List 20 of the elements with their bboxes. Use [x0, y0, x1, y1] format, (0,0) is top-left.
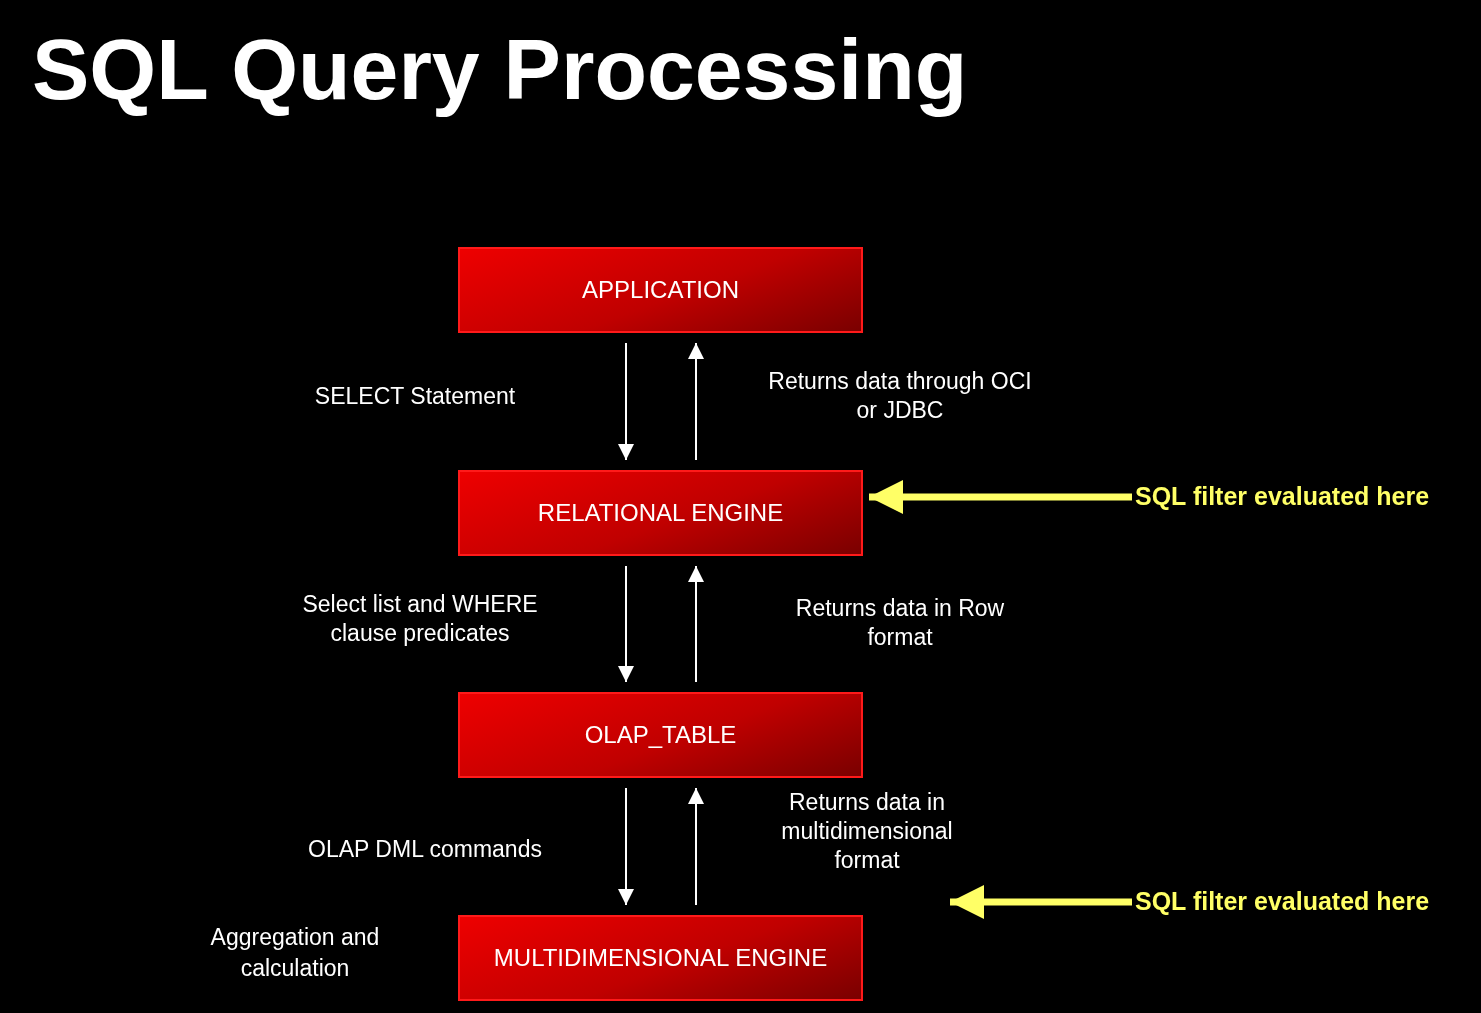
edge-label: OLAP DML commands	[307, 835, 543, 864]
note-text: SQL filter evaluated here	[1135, 477, 1465, 515]
edge-label: SELECT Statement	[313, 382, 517, 411]
process-box: OLAP_TABLE	[458, 692, 863, 778]
edge-label: Select list and WHERE clause predicates	[301, 590, 539, 648]
process-box: APPLICATION	[458, 247, 863, 333]
arrow	[618, 342, 634, 461]
edge-label: Returns data in multidimensional format	[780, 788, 954, 875]
edge-label: Returns data through OCI or JDBC	[767, 367, 1033, 425]
process-box: RELATIONAL ENGINE	[458, 470, 863, 556]
title: SQL Query Processing	[32, 20, 968, 119]
note-text: SQL filter evaluated here	[1135, 882, 1465, 920]
arrow	[618, 787, 634, 906]
arrow	[688, 342, 704, 461]
process-box: MULTIDIMENSIONAL ENGINE	[458, 915, 863, 1001]
arrow	[688, 787, 704, 906]
node-caption: Aggregation and calculation	[209, 923, 381, 983]
arrow	[688, 565, 704, 683]
arrow	[618, 565, 634, 683]
edge-label: Returns data in Row format	[794, 594, 1006, 652]
